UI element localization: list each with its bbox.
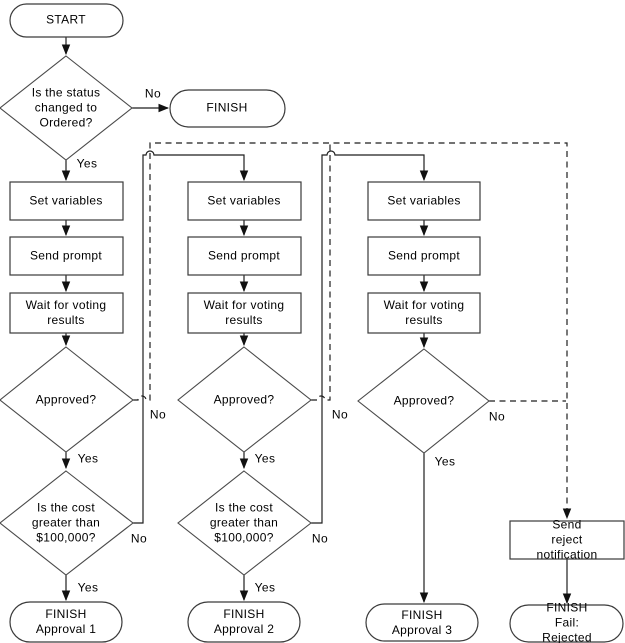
decision-approved-2 [177, 346, 312, 453]
decision-approved-1 [0, 346, 134, 453]
start-terminator [9, 3, 124, 38]
status-no-label: No [144, 86, 162, 101]
set-variables-3-label: Set variables [387, 193, 461, 208]
approved-2-yes-label: Yes [254, 451, 276, 466]
approved-3-no-label: No [488, 409, 506, 424]
approved-3-label: Approved? [393, 393, 455, 408]
process-set-variables-3 [367, 181, 481, 221]
edge-cost2-no-to-setvars3 [311, 150, 429, 524]
process-send-prompt-2 [187, 236, 302, 276]
finish-approval1-terminator [9, 601, 123, 643]
approved-1-no-label: No [149, 407, 167, 422]
edge-approved1-no-to-reject [133, 142, 572, 520]
decision-approved-3 [357, 348, 490, 454]
decision-cost-1 [0, 470, 134, 576]
decision-status-changed [0, 55, 133, 161]
process-send-reject [509, 520, 625, 560]
process-send-prompt-3 [367, 236, 481, 276]
cost-1-yes-label: Yes [77, 580, 99, 595]
send-prompt-3-label: Send prompt [387, 248, 461, 263]
approved-3-yes-label: Yes [434, 454, 456, 469]
finish-approval-3-label: FINISH Approval 3 [391, 608, 453, 637]
status-decision-label: Is the status changed to Ordered? [31, 85, 101, 130]
finish-fail-label: FINISH Fail: Rejected [542, 600, 592, 643]
approved-1-yes-label: Yes [77, 451, 99, 466]
send-reject-label: Send reject notification [536, 517, 598, 562]
start-label: START [46, 12, 86, 27]
send-prompt-1-label: Send prompt [29, 248, 103, 263]
cost-2-yes-label: Yes [254, 580, 276, 595]
finish-approval2-terminator [187, 601, 301, 643]
approved-2-label: Approved? [213, 392, 275, 407]
edge-approved2-no-to-reject [311, 143, 331, 401]
process-wait-voting-3 [367, 292, 481, 334]
send-prompt-2-label: Send prompt [207, 248, 281, 263]
finish-approval3-terminator [365, 603, 479, 642]
process-set-variables-1 [9, 181, 124, 221]
cost-2-no-label: No [311, 531, 329, 546]
finish-fail-terminator [509, 604, 624, 643]
approved-2-no-label: No [331, 407, 349, 422]
process-set-variables-2 [187, 181, 302, 221]
wait-voting-2-label: Wait for voting results [203, 298, 285, 327]
status-yes-label: Yes [76, 156, 98, 171]
edge-cost1-no-to-setvars2 [133, 150, 249, 524]
set-variables-2-label: Set variables [207, 193, 281, 208]
finish-approval-2-label: FINISH Approval 2 [213, 607, 275, 636]
process-wait-voting-2 [187, 292, 302, 334]
wait-voting-3-label: Wait for voting results [383, 298, 465, 327]
cost-1-label: Is the cost greater than $100,000? [31, 500, 101, 545]
finish-label: FINISH [206, 100, 248, 115]
finish-approval-1-label: FINISH Approval 1 [35, 607, 97, 636]
cost-1-no-label: No [130, 531, 148, 546]
process-wait-voting-1 [9, 292, 124, 334]
cost-2-label: Is the cost greater than $100,000? [209, 500, 279, 545]
process-send-prompt-1 [9, 236, 124, 276]
wait-voting-1-label: Wait for voting results [25, 298, 107, 327]
decision-cost-2 [177, 470, 312, 576]
set-variables-1-label: Set variables [29, 193, 103, 208]
approved-1-label: Approved? [35, 392, 97, 407]
finish-terminator [169, 89, 286, 128]
